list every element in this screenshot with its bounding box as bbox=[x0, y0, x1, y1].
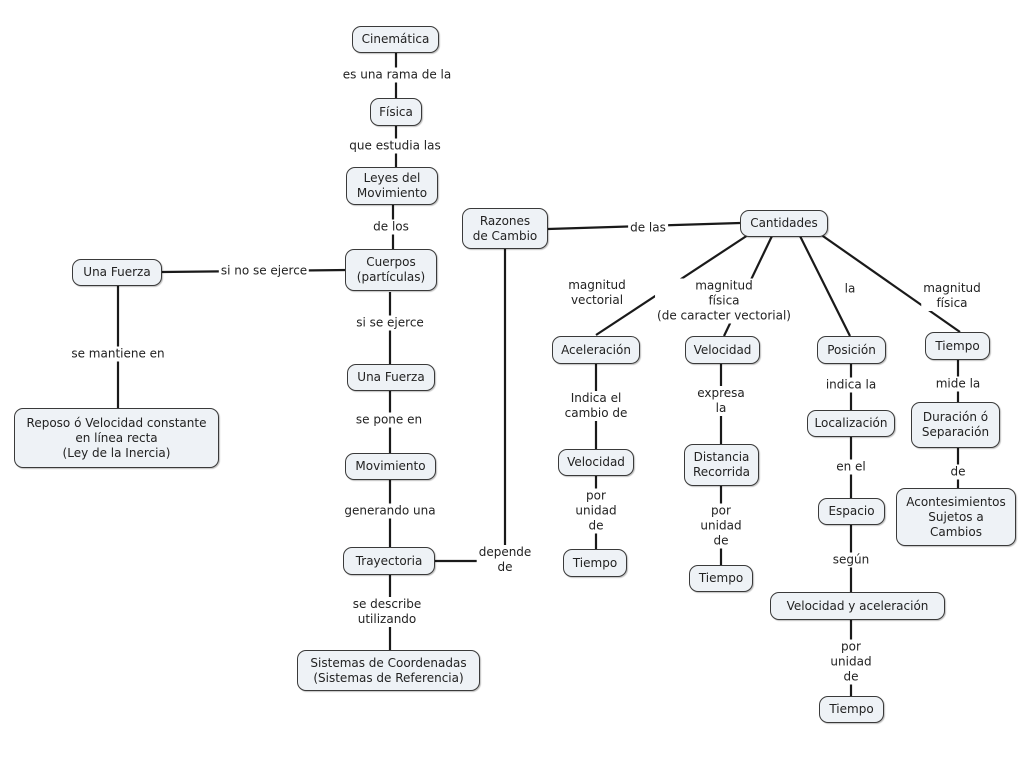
link-label-expresa: expresa la bbox=[695, 386, 747, 416]
node-cantidades[interactable]: Cantidades bbox=[740, 210, 828, 237]
link-label-rama: es una rama de la bbox=[340, 67, 454, 83]
link-label-por-unidad-a: por unidad de bbox=[573, 488, 619, 534]
link-label-indica-la: indica la bbox=[823, 377, 879, 393]
link-label-no-ejerce: si no se ejerce bbox=[218, 263, 310, 279]
link-label-indica-cambio: Indica el cambio de bbox=[562, 391, 630, 421]
node-una-fuerza-mid[interactable]: Una Fuerza bbox=[347, 364, 435, 391]
link-label-en-el: en el bbox=[834, 459, 868, 475]
node-posicion[interactable]: Posición bbox=[817, 336, 886, 364]
node-velocidad-a[interactable]: Velocidad bbox=[558, 449, 634, 476]
link-label-estudia: que estudia las bbox=[347, 138, 443, 154]
node-tiempo-d[interactable]: Tiempo bbox=[925, 332, 990, 360]
node-razones-de-cambio[interactable]: Razones de Cambio bbox=[462, 208, 548, 249]
node-leyes-del-movimiento[interactable]: Leyes del Movimiento bbox=[346, 167, 438, 205]
node-tiempo-a[interactable]: Tiempo bbox=[563, 549, 627, 577]
line-cantidades-posicion bbox=[799, 235, 851, 337]
node-aceleracion[interactable]: Aceleración bbox=[552, 336, 640, 364]
link-label-describe: se describe utilizando bbox=[350, 597, 424, 627]
node-tiempo-c[interactable]: Tiempo bbox=[819, 696, 884, 723]
line-cantidades-tiempo bbox=[819, 233, 961, 333]
link-label-de: de bbox=[948, 464, 968, 480]
node-cinematica[interactable]: Cinemática bbox=[352, 26, 439, 53]
node-velocidad-b[interactable]: Velocidad bbox=[685, 336, 760, 364]
node-fisica[interactable]: Física bbox=[370, 98, 422, 126]
link-label-segun: según bbox=[830, 552, 872, 568]
node-tiempo-b[interactable]: Tiempo bbox=[689, 565, 753, 592]
link-label-generando: generando una bbox=[342, 503, 438, 519]
node-duracion-separacion[interactable]: Duración ó Separación bbox=[911, 402, 1000, 448]
link-label-mantiene: se mantiene en bbox=[69, 346, 167, 362]
node-acontecimientos[interactable]: Acontesimientos Sujetos a Cambios bbox=[896, 488, 1016, 546]
node-trayectoria[interactable]: Trayectoria bbox=[343, 547, 435, 575]
link-label-mag-vectorial: magnitud vectorial bbox=[566, 278, 628, 308]
node-reposo[interactable]: Reposo ó Velocidad constante en línea re… bbox=[14, 408, 219, 468]
node-localizacion[interactable]: Localización bbox=[807, 410, 895, 437]
link-label-pone: se pone en bbox=[353, 412, 425, 428]
link-label-de-los: de los bbox=[371, 219, 411, 235]
link-label-mag-fisica-vectorial: magnitud física (de caracter vectorial) bbox=[655, 278, 793, 324]
link-label-si-ejerce: si se ejerce bbox=[354, 315, 426, 331]
link-label-de-las: de las bbox=[628, 220, 668, 236]
link-label-por-unidad-c: por unidad de bbox=[828, 639, 874, 685]
link-label-mag-fisica: magnitud física bbox=[921, 281, 983, 311]
node-distancia-recorrida[interactable]: Distancia Recorrida bbox=[684, 444, 759, 486]
link-label-la: la bbox=[842, 281, 858, 297]
node-velocidad-y-aceleracion[interactable]: Velocidad y aceleración bbox=[770, 592, 945, 620]
node-espacio[interactable]: Espacio bbox=[818, 498, 885, 525]
link-label-mide: mide la bbox=[933, 376, 983, 392]
node-cuerpos[interactable]: Cuerpos (partículas) bbox=[345, 249, 437, 291]
node-una-fuerza-left[interactable]: Una Fuerza bbox=[72, 259, 162, 286]
node-sistemas[interactable]: Sistemas de Coordenadas (Sistemas de Ref… bbox=[297, 650, 480, 691]
link-label-por-unidad-b: por unidad de bbox=[698, 503, 744, 549]
node-movimiento[interactable]: Movimiento bbox=[345, 453, 436, 480]
link-label-depende: depende de bbox=[476, 545, 534, 575]
